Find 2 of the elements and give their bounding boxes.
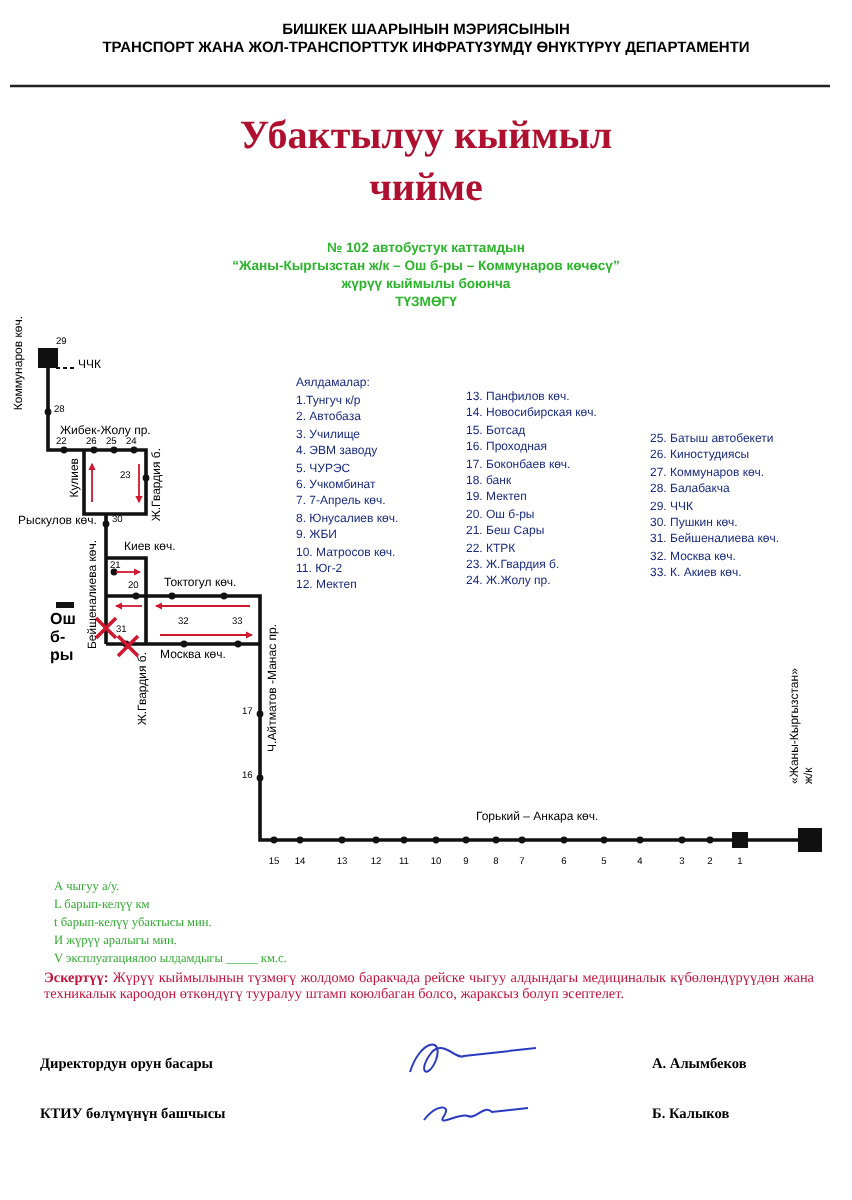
page-title: Убактылуу кыймыл чийме xyxy=(237,112,615,214)
stop-name: Ош б-ры xyxy=(50,610,78,666)
